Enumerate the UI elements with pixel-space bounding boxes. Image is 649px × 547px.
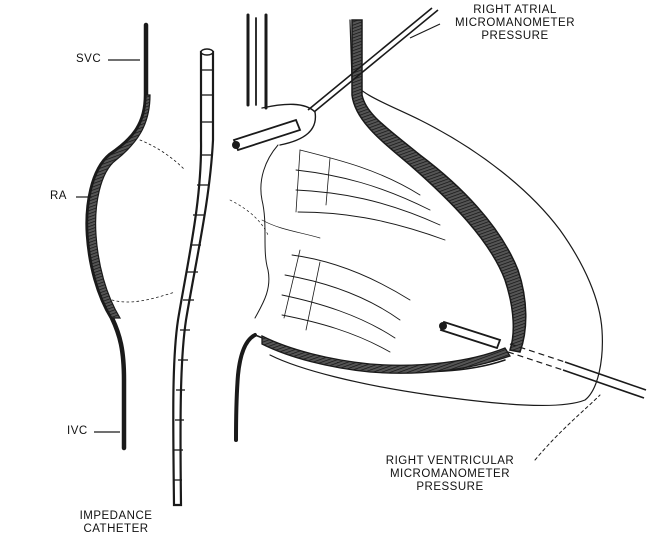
vena-cava-wall [88,25,185,448]
right-atrial-pressure-label: RIGHT ATRIAL MICROMANOMETER PRESSURE [425,4,605,43]
ventricular-wall [262,20,526,373]
ra-label: RA [50,190,67,203]
impedance-catheter-label-line-2: CATHETER [56,523,176,536]
right-ventricular-label-line-3: PRESSURE [345,481,555,494]
right-ventricular-label-line-2: MICROMANOMETER [345,468,555,481]
svc-label: SVC [76,53,101,66]
right-ventricular-pressure-label: RIGHT VENTRICULAR MICROMANOMETER PRESSUR… [345,455,555,494]
right-atrial-label-line-2: MICROMANOMETER [425,17,605,30]
right-atrial-catheter [232,8,438,150]
impedance-catheter [173,49,213,505]
heart-outline [236,15,602,440]
papillary-muscles [230,150,445,352]
ivc-label: IVC [67,425,88,438]
right-atrial-label-line-3: PRESSURE [425,30,605,43]
right-atrial-label-line-1: RIGHT ATRIAL [425,4,605,17]
leader-lines [76,24,600,460]
impedance-catheter-label: IMPEDANCE CATHETER [56,510,176,536]
impedance-catheter-label-line-1: IMPEDANCE [56,510,176,523]
right-ventricular-label-line-1: RIGHT VENTRICULAR [345,455,555,468]
